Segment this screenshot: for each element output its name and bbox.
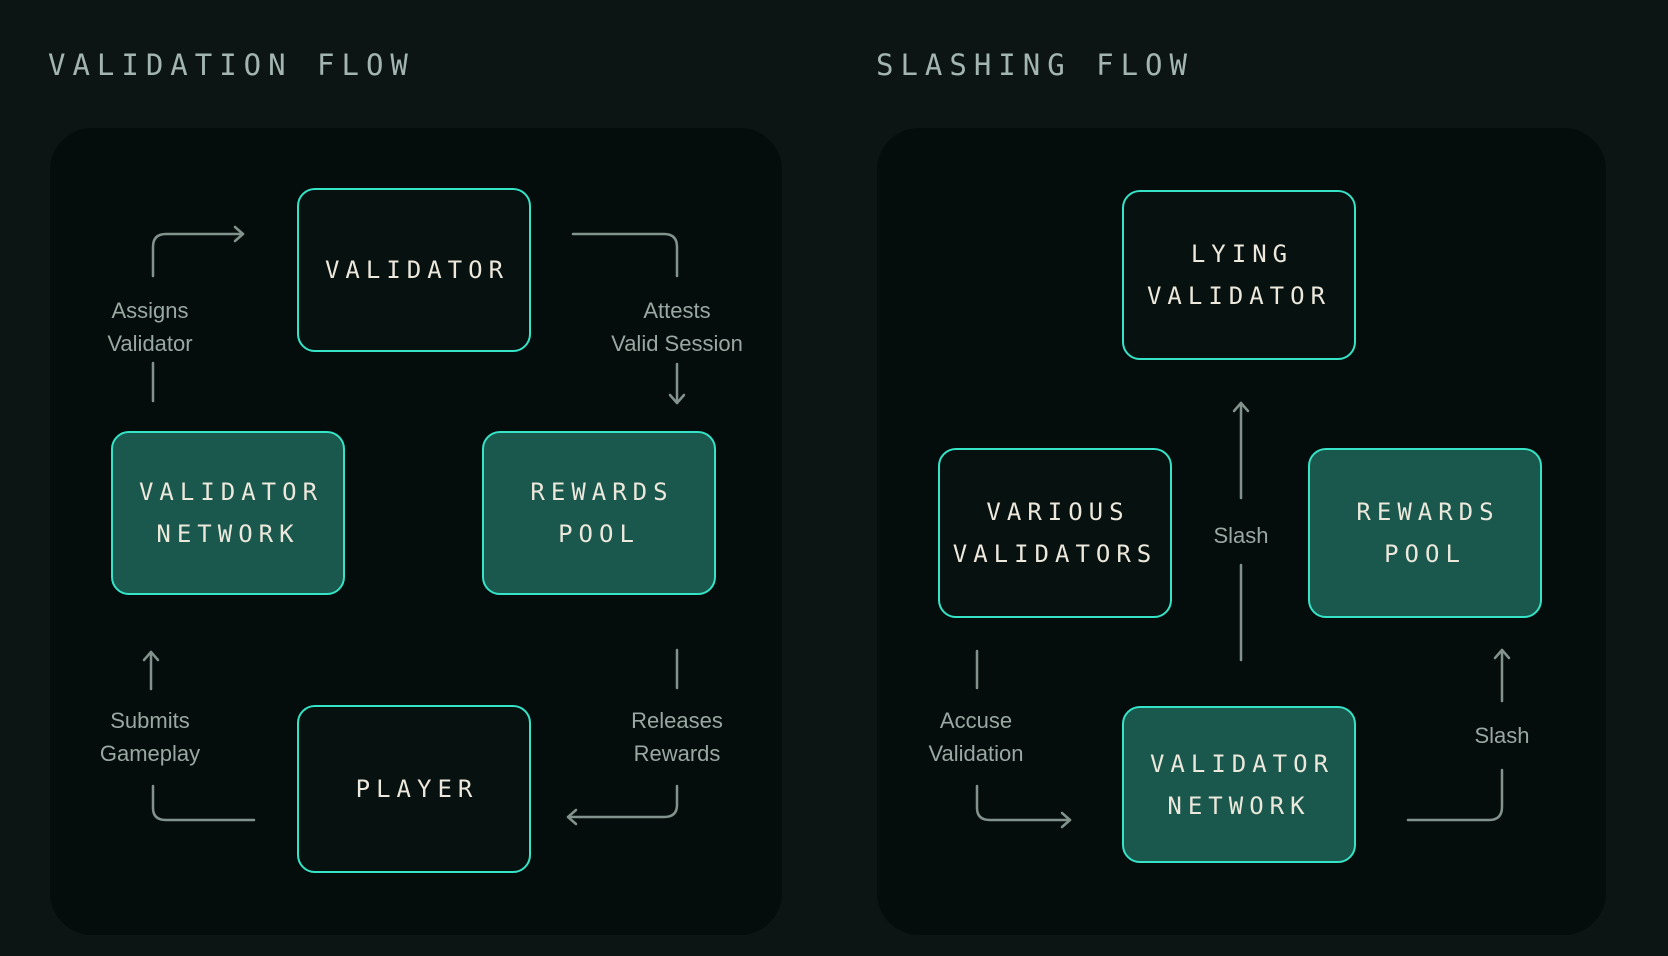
node-validator-network-slashing: VALIDATOR NETWORK — [1122, 706, 1356, 863]
slashing-flow-title: SLASHING FLOW — [876, 48, 1194, 82]
node-various-validators-label: VARIOUS VALIDATORS — [952, 498, 1158, 568]
edge-slash-right-label: Slash — [1474, 723, 1530, 748]
node-validator: VALIDATOR — [297, 188, 531, 352]
edge-assigns-label: Assigns Validator — [107, 298, 193, 356]
edge-accuse-arrow — [975, 784, 1072, 829]
node-validator-network: VALIDATOR NETWORK — [111, 431, 345, 595]
edge-submits-elbow — [151, 784, 256, 822]
edge-assigns-arrow — [151, 225, 245, 278]
edge-releases-arrow — [566, 784, 679, 826]
node-rewards-pool-label: REWARDS POOL — [530, 478, 674, 548]
node-validator-network-label: VALIDATOR NETWORK — [138, 478, 324, 548]
edge-releases-label: Releases Rewards — [631, 708, 723, 766]
node-lying-validator-label: LYING VALIDATOR — [1146, 240, 1332, 310]
node-validator-network-slashing-label: VALIDATOR NETWORK — [1149, 749, 1335, 820]
edge-attests-label: Attests Valid Session — [611, 298, 743, 356]
node-lying-validator: LYING VALIDATOR — [1122, 190, 1356, 360]
node-rewards-pool-slashing-label: REWARDS POOL — [1356, 498, 1500, 568]
edge-accuse-label: Accuse Validation — [928, 708, 1024, 766]
edge-slash-center-label: Slash — [1213, 523, 1269, 548]
node-validator-label: VALIDATOR — [324, 256, 510, 284]
node-rewards-pool-slashing: REWARDS POOL — [1308, 448, 1542, 618]
edge-submits-label: Submits Gameplay — [99, 708, 201, 766]
node-rewards-pool: REWARDS POOL — [482, 431, 716, 595]
edge-slash-right-elbow — [1406, 768, 1504, 822]
node-player: PLAYER — [297, 705, 531, 873]
edge-attests-elbow — [571, 232, 679, 278]
node-player-label: PLAYER — [355, 775, 479, 803]
node-various-validators: VARIOUS VALIDATORS — [938, 448, 1172, 618]
validation-flow-title: VALIDATION FLOW — [48, 48, 415, 82]
